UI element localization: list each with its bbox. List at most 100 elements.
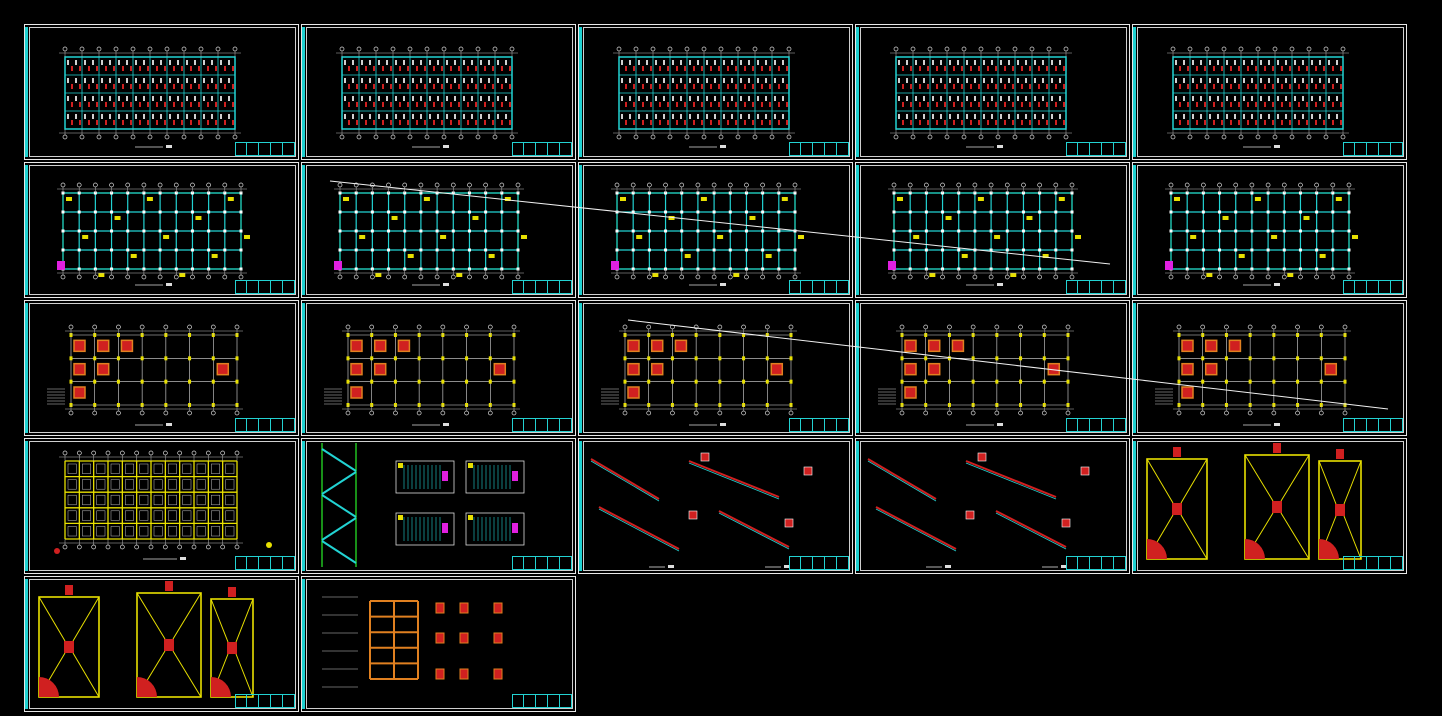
drawing-sheet[interactable] — [301, 300, 576, 436]
drawing-sheet[interactable] — [855, 162, 1130, 298]
slab-hatch — [765, 114, 767, 119]
slab-hatch — [113, 66, 115, 71]
axis-bubble — [1201, 274, 1206, 280]
slab-hatch — [395, 60, 397, 65]
column-node — [419, 229, 423, 233]
rebar-quarter — [1245, 539, 1265, 559]
title-block-divider — [824, 557, 825, 569]
foundation-cell — [196, 526, 206, 537]
drawing-sheet[interactable] — [301, 438, 576, 574]
drawing-sheet[interactable] — [24, 438, 299, 574]
column-node — [1201, 210, 1205, 214]
foundation-cell — [182, 494, 192, 506]
column-node — [207, 229, 211, 233]
column-node — [93, 210, 97, 214]
drawing-sheet[interactable] — [855, 438, 1130, 574]
slab-hatch — [169, 60, 171, 65]
beam-tag — [1058, 197, 1065, 201]
beam-tag — [668, 216, 675, 220]
drawing-sheet[interactable] — [578, 24, 853, 160]
drawing-sheet[interactable] — [1132, 300, 1407, 436]
axis-bubble — [1306, 134, 1312, 140]
drawing-sheet[interactable] — [24, 300, 299, 436]
slab-hatch — [1213, 66, 1215, 71]
axis-bubble — [786, 46, 792, 52]
section-detail — [459, 632, 469, 644]
drawing-sheet[interactable] — [24, 24, 299, 160]
slab-hatch — [1192, 96, 1194, 101]
sheet-border — [1137, 441, 1404, 571]
slab-hatch — [118, 114, 120, 119]
caption-mark — [166, 423, 172, 426]
footing-outline — [1318, 460, 1362, 560]
slab-hatch — [424, 102, 426, 107]
drawing-sheet[interactable] — [24, 576, 299, 712]
slab-hatch — [1025, 96, 1027, 101]
drawing-sheet[interactable] — [1132, 162, 1407, 298]
slab-hatch — [991, 78, 993, 83]
column-node — [164, 356, 168, 361]
drawing-sheet[interactable] — [24, 162, 299, 298]
sheet-drawing — [57, 182, 250, 286]
drawing-sheet[interactable] — [301, 162, 576, 298]
column-node — [1234, 210, 1238, 214]
footing-block — [927, 339, 941, 353]
title-block-divider — [812, 143, 813, 155]
column-node — [973, 248, 977, 252]
drawing-sheet[interactable] — [301, 24, 576, 160]
drawing-sheet[interactable] — [1132, 438, 1407, 574]
slab-hatch — [774, 114, 776, 119]
axis-bubble — [995, 134, 1001, 140]
beam-tag — [636, 235, 643, 239]
slab-hatch — [1319, 60, 1321, 65]
footing-block — [373, 339, 387, 353]
column-node — [467, 229, 471, 233]
drawing-sheet[interactable] — [1132, 24, 1407, 160]
slab-hatch — [944, 84, 946, 89]
slab-hatch — [735, 84, 737, 89]
title-block-divider — [1366, 557, 1367, 569]
drawing-sheet[interactable] — [301, 576, 576, 712]
slab-hatch — [382, 84, 384, 89]
slab-hatch — [1042, 96, 1044, 101]
axis-bubble — [206, 182, 211, 188]
slab-hatch — [1289, 84, 1291, 89]
beam-tag — [440, 235, 447, 239]
slab-hatch — [966, 60, 968, 65]
drawing-sheet[interactable] — [578, 438, 853, 574]
slab-hatch — [936, 102, 938, 107]
column-node — [892, 229, 896, 233]
column-node — [680, 210, 684, 214]
slab-hatch — [173, 102, 175, 107]
drawing-sheet[interactable] — [855, 24, 1130, 160]
column-node — [338, 229, 342, 233]
column-node — [1315, 248, 1319, 252]
footing-block — [73, 362, 86, 376]
slab-hatch — [437, 114, 439, 119]
slab-hatch — [932, 96, 934, 101]
slab-hatch — [118, 78, 120, 83]
title-block-divider — [1378, 419, 1379, 431]
column-node — [190, 210, 194, 214]
axis-bubble — [173, 182, 179, 188]
drawing-sheet[interactable] — [855, 300, 1130, 436]
column-node — [777, 210, 781, 214]
slab-hatch — [744, 84, 746, 89]
column-node — [924, 356, 928, 361]
column-stub — [228, 587, 236, 597]
slab-hatch — [697, 60, 699, 65]
title-block-divider — [282, 281, 283, 293]
axis-bubble — [434, 274, 440, 280]
slab-hatch — [774, 78, 776, 83]
slab-hatch — [203, 96, 205, 101]
drawing-sheet[interactable] — [578, 162, 853, 298]
slab-hatch — [1017, 114, 1019, 119]
axis-bubble — [93, 182, 98, 188]
slab-hatch — [927, 66, 929, 71]
slab-hatch — [407, 84, 409, 89]
slab-hatch — [497, 60, 499, 65]
axis-bubble — [134, 544, 140, 550]
drawing-sheet[interactable] — [578, 300, 853, 436]
axis-bubble — [157, 274, 163, 280]
